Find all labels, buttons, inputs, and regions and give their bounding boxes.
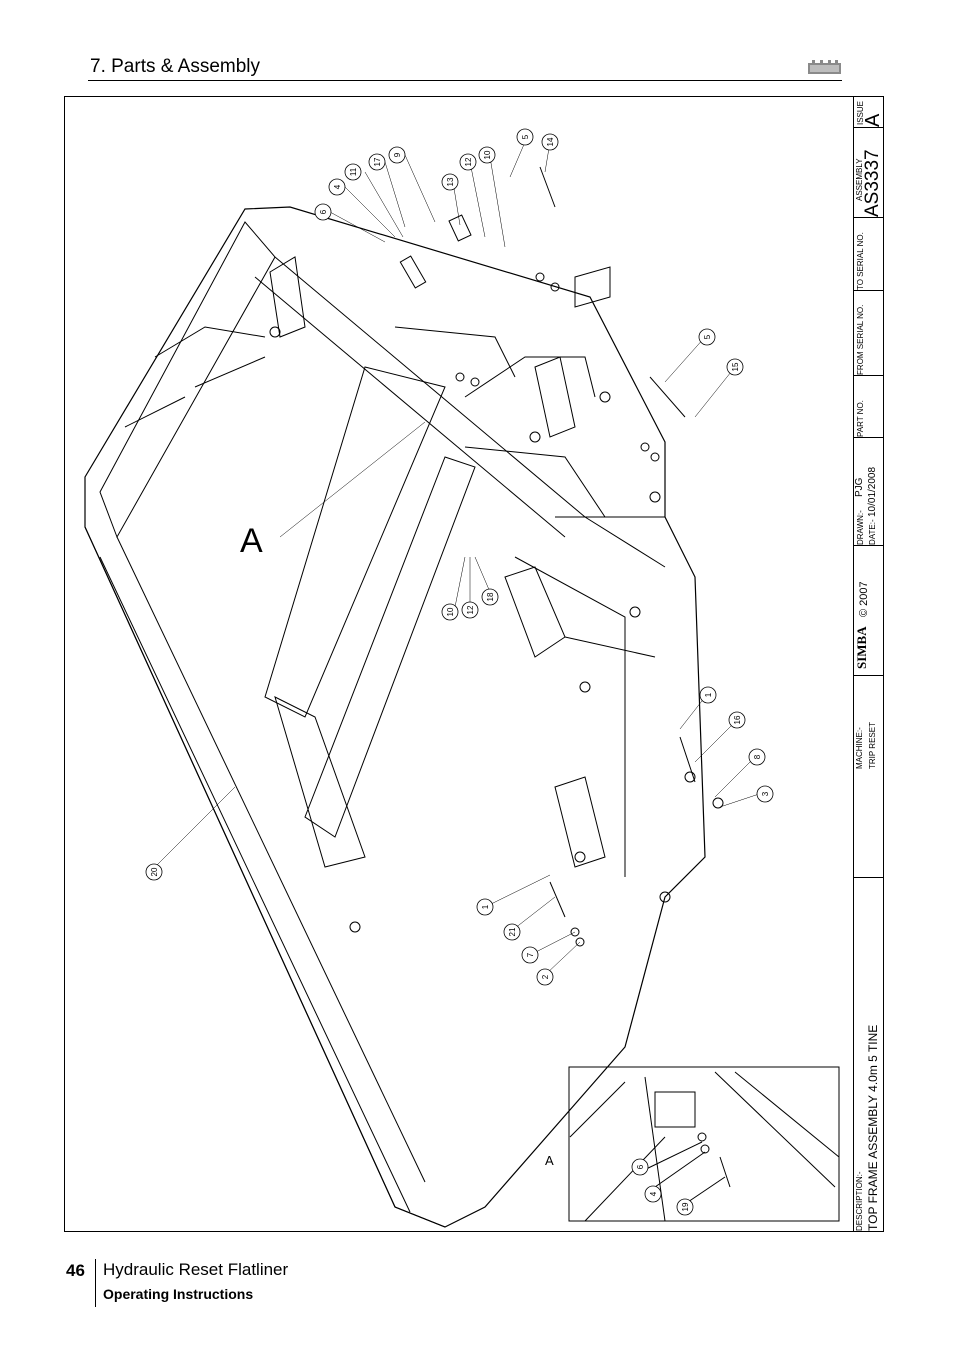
callout-bubble: 8 xyxy=(748,748,766,766)
footer-subtitle: Operating Instructions xyxy=(103,1286,254,1302)
callout-bubble: 13 xyxy=(441,173,459,191)
callout-number: 8 xyxy=(753,754,762,759)
callout-number: 16 xyxy=(733,715,742,724)
machine-value: TRIP RESET xyxy=(868,722,877,769)
callout-bubble: 1 xyxy=(699,686,717,704)
callout-bubble: 11 xyxy=(344,163,362,181)
callout-number: 6 xyxy=(636,1164,645,1169)
callout-number: 12 xyxy=(464,157,473,166)
simba-logo-small xyxy=(808,60,841,74)
callout-bubble: 6 xyxy=(631,1158,649,1176)
title-block-divider xyxy=(854,545,884,546)
callout-bubble: 16 xyxy=(728,711,746,729)
callout-bubble: 12 xyxy=(459,153,477,171)
callout-number: 4 xyxy=(333,184,342,189)
callout-bubble: 19 xyxy=(676,1198,694,1216)
title-block-divider xyxy=(854,877,884,878)
callout-bubble: 17 xyxy=(368,153,386,171)
callout-bubble: 4 xyxy=(644,1185,662,1203)
drawn-label: DRAWN:- xyxy=(856,510,865,545)
callout-number: 4 xyxy=(649,1191,658,1196)
callout-number: 19 xyxy=(681,1202,690,1211)
callout-bubble: 15 xyxy=(726,358,744,376)
callout-number: 1 xyxy=(481,904,490,909)
callout-number: 11 xyxy=(349,167,358,176)
from-serial-label: FROM SERIAL NO. xyxy=(856,304,865,375)
drawing-frame: A A 6 4 11 17 9 13 12 10 5 14 5 15 10 12 18 1 16 8 3 20 1 21 7… xyxy=(64,96,884,1232)
footer-divider xyxy=(95,1259,96,1307)
callout-bubble: 2 xyxy=(536,968,554,986)
callout-bubble: 14 xyxy=(541,133,559,151)
callout-bubble: 20 xyxy=(145,863,163,881)
section-title: 7. Parts & Assembly xyxy=(90,56,261,77)
to-serial-label: TO SERIAL NO. xyxy=(856,232,865,290)
callout-number: 18 xyxy=(486,592,495,601)
detail-label-main: A xyxy=(240,522,263,560)
title-block-divider xyxy=(854,375,884,376)
callout-number: 7 xyxy=(526,952,535,957)
callout-bubble: 9 xyxy=(388,146,406,164)
title-block-divider xyxy=(854,675,884,676)
callout-number: 14 xyxy=(546,137,555,146)
callout-number: 3 xyxy=(761,791,770,796)
callout-bubble: 1 xyxy=(476,898,494,916)
date-label: DATE:- xyxy=(868,519,877,545)
callout-number: 1 xyxy=(704,692,713,697)
callout-bubble: 6 xyxy=(314,203,332,221)
callout-number: 9 xyxy=(393,152,402,157)
callout-group: 6 4 11 17 9 13 12 10 5 14 5 15 10 12 18 1 16 8 3 20 1 21 7 2 6 4 1… xyxy=(145,128,774,1216)
callout-bubble: 10 xyxy=(478,146,496,164)
callout-number: 20 xyxy=(150,867,159,876)
title-block-divider xyxy=(854,127,884,128)
callout-bubble: 21 xyxy=(503,923,521,941)
callout-bubble: 12 xyxy=(461,601,479,619)
callout-bubble: 7 xyxy=(521,946,539,964)
title-block: ISSUE A ASSEMBLY AS3337 TO SERIAL NO. FR… xyxy=(853,97,884,1231)
issue-value: A xyxy=(862,113,884,127)
description-value: TOP FRAME ASSEMBLY 4.0m 5 TINE xyxy=(866,1024,880,1231)
title-block-divider xyxy=(854,437,884,438)
callout-bubble: 4 xyxy=(328,178,346,196)
title-block-divider xyxy=(854,217,884,218)
machine-label: MACHINE:- xyxy=(855,727,864,769)
callout-number: 6 xyxy=(319,209,328,214)
callout-number: 21 xyxy=(508,927,517,936)
callout-number: 10 xyxy=(446,607,455,616)
copyright: © 2007 xyxy=(858,581,870,617)
callout-bubble: 18 xyxy=(481,588,499,606)
detail-label-inset: A xyxy=(545,1153,554,1168)
part-no-label: PART NO. xyxy=(856,400,865,437)
callout-bubble: 3 xyxy=(756,785,774,803)
exploded-view-drawing: A A 6 4 11 17 9 13 12 10 5 14 5 15 10 12 18 1 16 8 3 20 1 21 7… xyxy=(84,128,840,1228)
callout-number: 17 xyxy=(373,157,382,166)
callout-number: 5 xyxy=(703,334,712,339)
callout-bubble: 5 xyxy=(516,128,534,146)
callout-number: 5 xyxy=(521,134,530,139)
assembly-number: AS3337 xyxy=(862,149,883,217)
page-number: 46 xyxy=(66,1261,85,1280)
callout-number: 13 xyxy=(446,177,455,186)
callout-bubble: 10 xyxy=(441,603,459,621)
title-block-divider xyxy=(854,290,884,291)
simba-logo-text: SIMBA xyxy=(854,626,869,669)
callout-bubble: 5 xyxy=(698,328,716,346)
callout-number: 2 xyxy=(541,974,550,979)
footer-title: Hydraulic Reset Flatliner xyxy=(103,1260,289,1279)
description-label: DESCRIPTION:- xyxy=(855,1171,864,1231)
date-value: 10/01/2008 xyxy=(867,466,878,517)
header-rule xyxy=(88,80,842,81)
drawn-value: PJG xyxy=(854,477,865,497)
callout-number: 12 xyxy=(466,605,475,614)
callout-number: 15 xyxy=(731,362,740,371)
callout-number: 10 xyxy=(483,150,492,159)
